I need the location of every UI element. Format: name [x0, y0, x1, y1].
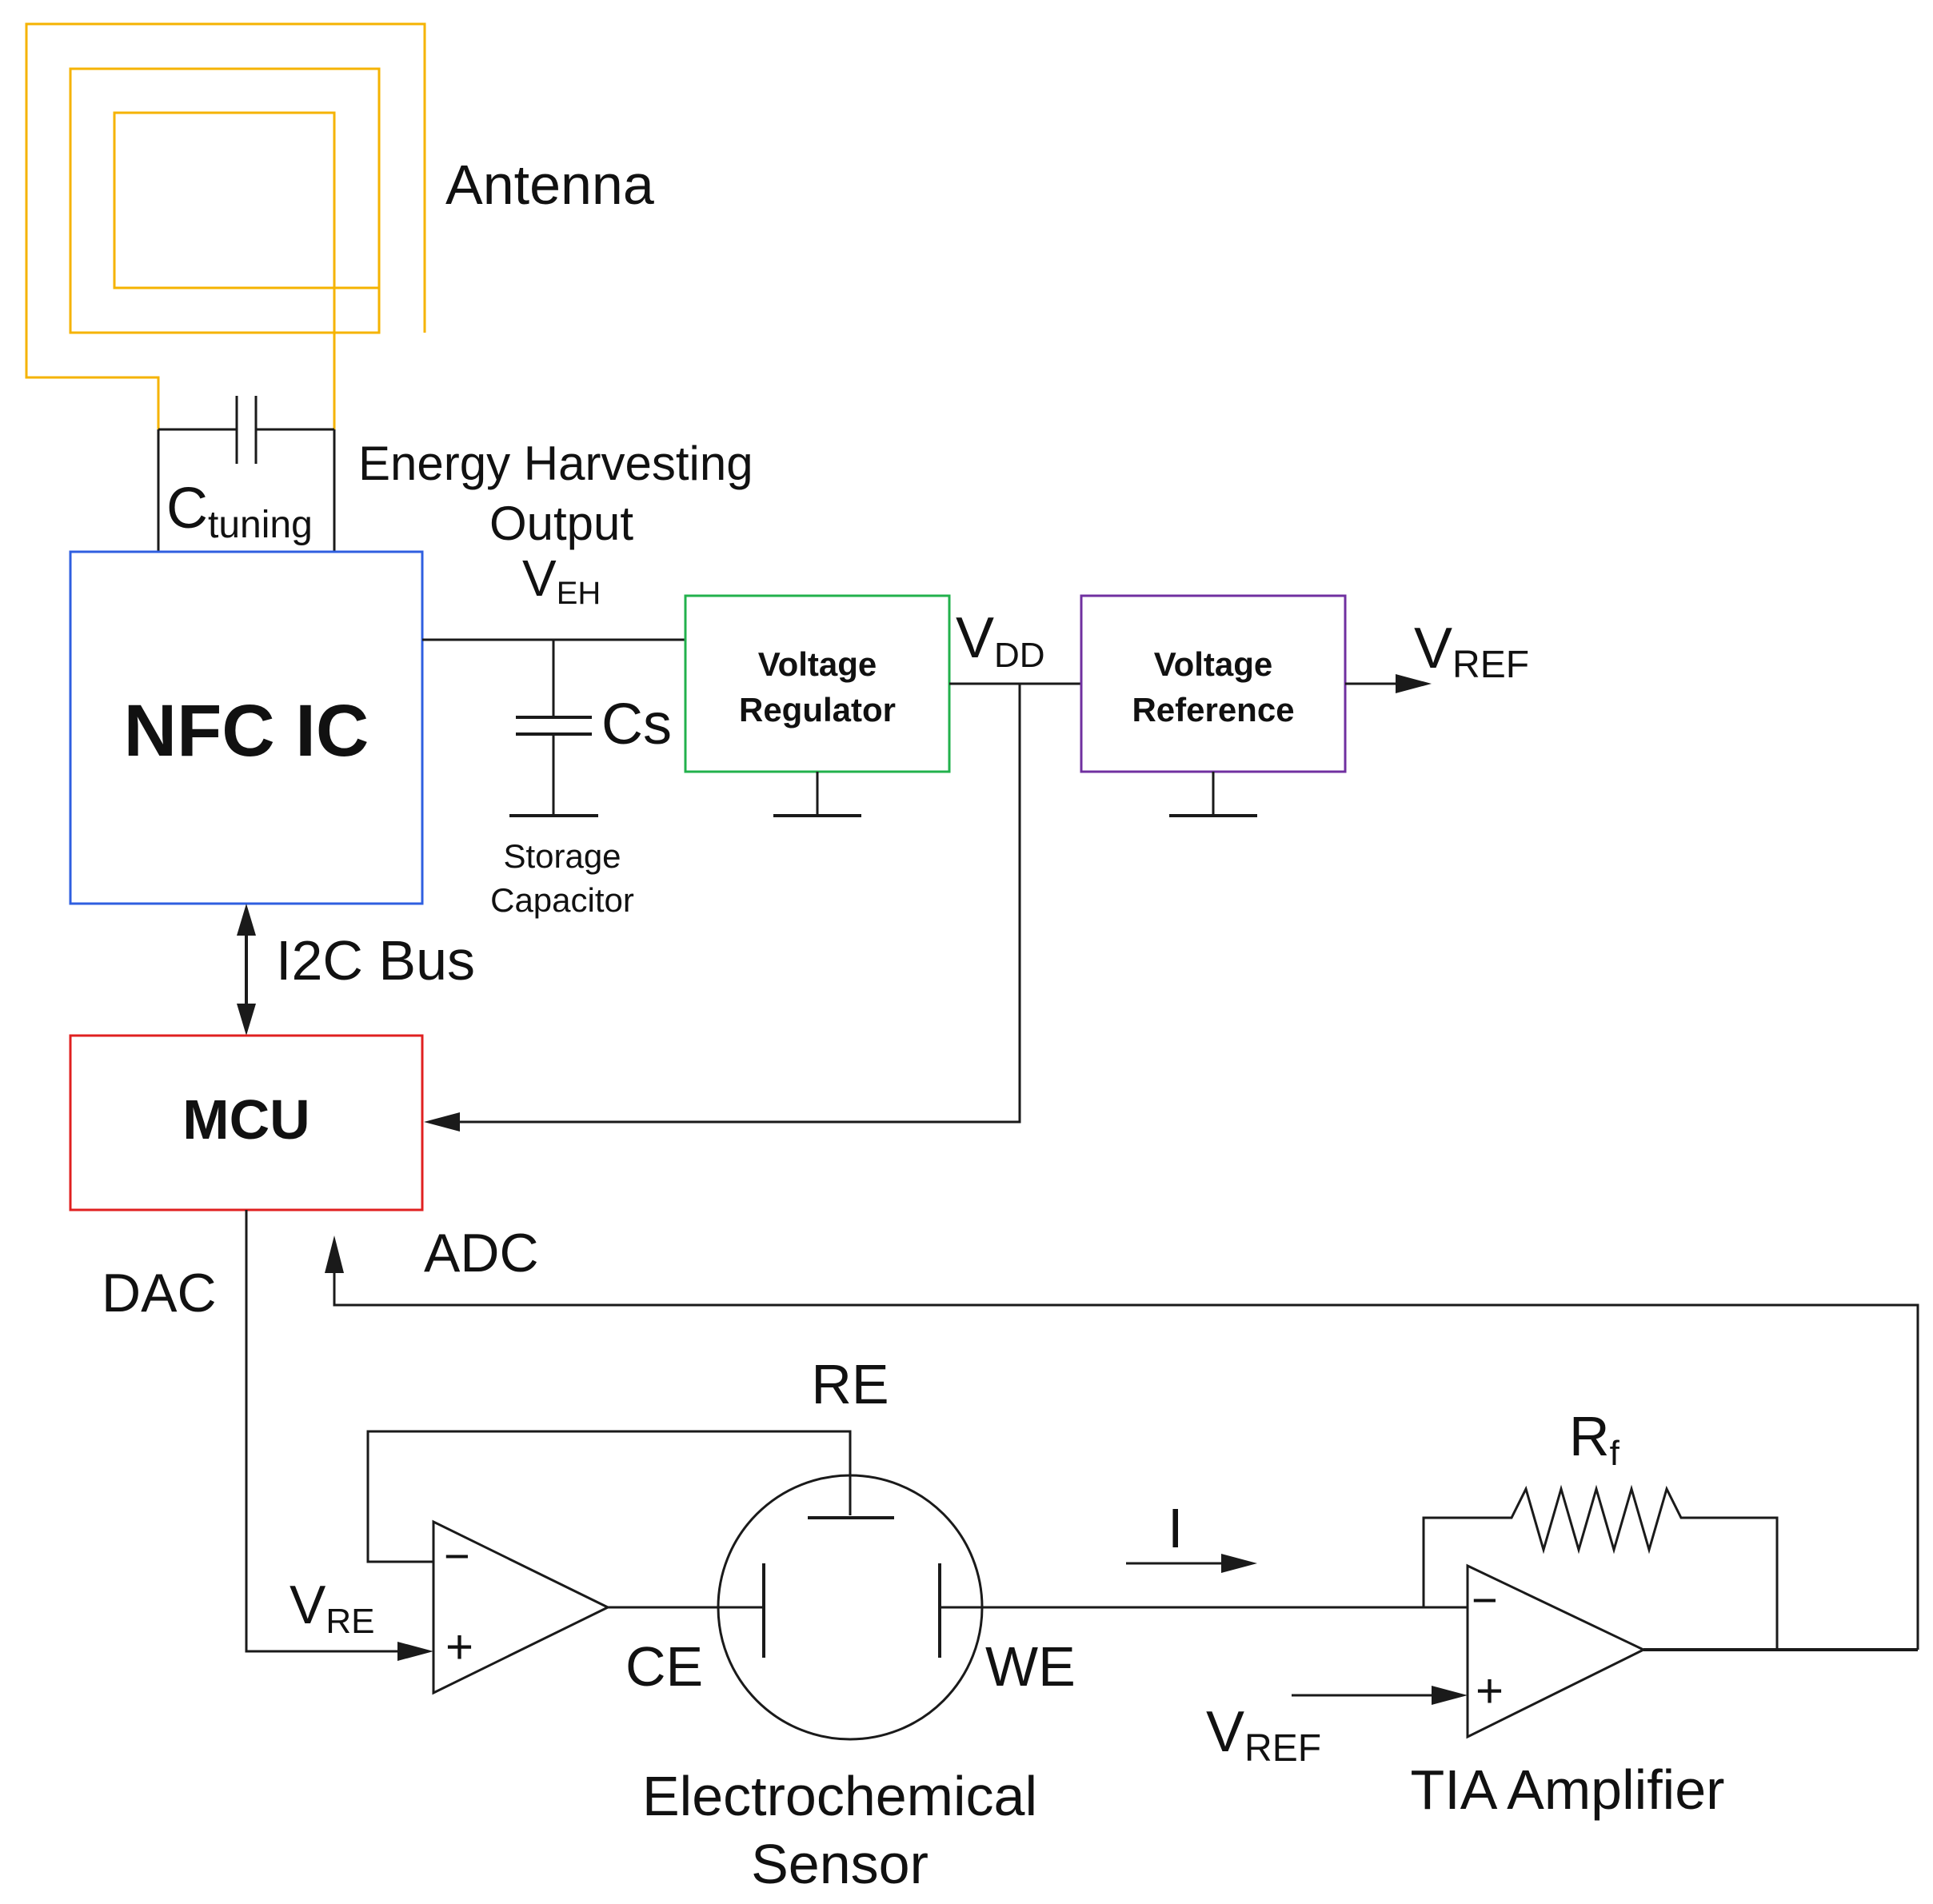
- antenna-coil: [25, 22, 426, 429]
- voltage-regulator-label-2: Regulator: [739, 691, 896, 728]
- vdd-to-mcu-arrow: [424, 1112, 460, 1132]
- regulator-ground: [773, 772, 861, 817]
- vref-in-label: VREF: [1206, 1700, 1321, 1770]
- adc-label: ADC: [424, 1223, 539, 1283]
- voltage-regulator-block: [684, 594, 951, 773]
- vdd-to-mcu-wire: [460, 684, 1021, 1124]
- c-tuning-label: Ctuning: [166, 477, 313, 546]
- sensor-label-2: Sensor: [751, 1833, 929, 1895]
- i2c-arrow-up: [237, 904, 256, 936]
- voltage-regulator-label-1: Voltage: [758, 645, 877, 683]
- energy-harvesting-label: Energy Harvesting: [358, 437, 753, 490]
- adc-feedback-wire: [333, 1271, 1919, 1650]
- tia-label: TIA Amplifier: [1411, 1758, 1725, 1821]
- rf-label: Rf: [1569, 1405, 1620, 1473]
- ce-label: CE: [625, 1635, 703, 1698]
- potentiostat-opamp: [432, 1519, 611, 1695]
- current-arrow-head: [1221, 1554, 1257, 1573]
- output-label: Output: [489, 497, 633, 550]
- vre-label: VRE: [290, 1575, 374, 1641]
- voltage-reference-label-2: Reference: [1132, 691, 1294, 728]
- nfc-ic-label: NFC IC: [124, 690, 369, 772]
- antenna-middle-loop: [69, 67, 381, 334]
- reference-ground: [1169, 772, 1257, 817]
- opamp-minus-label: −: [444, 1531, 470, 1581]
- dac-label: DAC: [102, 1263, 217, 1323]
- voltage-reference-block: [1080, 594, 1347, 773]
- voltage-reference-label-1: Voltage: [1154, 645, 1273, 683]
- storage-label: Storage: [503, 837, 621, 875]
- re-label: RE: [811, 1353, 889, 1415]
- tia-minus-label: −: [1472, 1575, 1498, 1625]
- storage-capacitor: [509, 640, 598, 817]
- vref-in-arrow: [1432, 1686, 1468, 1705]
- tia-opamp: [1466, 1563, 1647, 1739]
- i2c-arrow-down: [237, 1004, 256, 1036]
- sensor-label-1: Electrochemical: [642, 1765, 1037, 1827]
- vre-arrow: [397, 1642, 433, 1661]
- cs-label: Cs: [601, 693, 672, 756]
- vref-out-label: VREF: [1414, 617, 1529, 686]
- dac-wire: [245, 1210, 400, 1653]
- current-label: I: [1168, 1497, 1183, 1559]
- we-label: WE: [985, 1635, 1076, 1698]
- i2c-bus-label: I2C Bus: [276, 929, 475, 992]
- veh-label: VEH: [522, 549, 601, 611]
- tuning-capacitor: [157, 396, 336, 552]
- tia-plus-label: +: [1476, 1664, 1504, 1718]
- mcu-label: MCU: [182, 1088, 310, 1151]
- vref-out-arrow: [1396, 674, 1432, 693]
- antenna-outer-loop: [25, 22, 426, 429]
- antenna-inner-loop: [113, 111, 379, 429]
- antenna-label: Antenna: [445, 154, 654, 216]
- capacitor-label: Capacitor: [490, 881, 634, 919]
- opamp-plus-label: +: [445, 1620, 473, 1674]
- adc-arrow: [325, 1235, 344, 1273]
- vdd-label: VDD: [956, 606, 1045, 675]
- rf-feedback-wire: [1422, 1484, 1779, 1650]
- re-feedback-wire: [366, 1430, 852, 1563]
